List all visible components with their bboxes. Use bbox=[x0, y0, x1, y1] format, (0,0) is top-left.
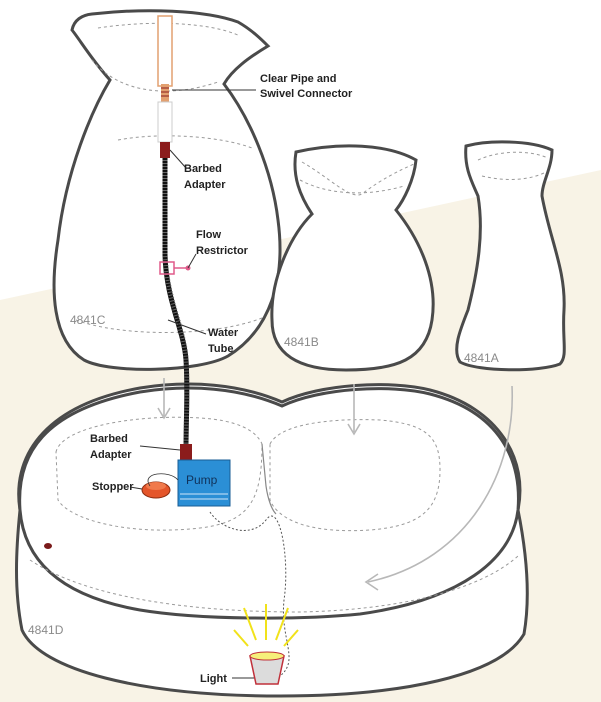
code-4841a: 4841A bbox=[464, 351, 499, 365]
clear-pipe bbox=[158, 16, 172, 142]
code-4841d: 4841D bbox=[28, 623, 64, 637]
barbed-adapter-top bbox=[160, 142, 170, 158]
code-4841b: 4841B bbox=[284, 335, 319, 349]
label-light: Light bbox=[200, 673, 227, 685]
code-4841c: 4841C bbox=[70, 313, 106, 327]
label-clear-pipe: Clear Pipe and Swivel Connector bbox=[260, 73, 353, 100]
pump-label: Pump bbox=[186, 473, 218, 487]
drain-hole bbox=[44, 543, 52, 549]
barbed-adapter-bottom bbox=[180, 444, 192, 460]
label-stopper: Stopper bbox=[92, 481, 134, 493]
pump: Pump bbox=[178, 460, 230, 506]
